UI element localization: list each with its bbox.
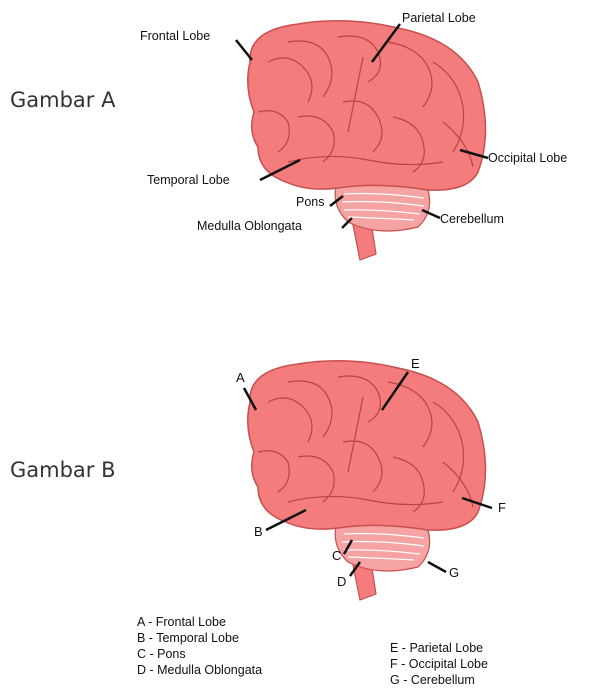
letter-c: C	[332, 548, 341, 563]
leader-frontal-a	[236, 40, 252, 60]
label-cerebellum-a: Cerebellum	[440, 212, 504, 226]
letter-e: E	[411, 356, 420, 371]
legend-item-d: D - Medulla Oblongata	[137, 662, 262, 678]
letter-f: F	[498, 500, 506, 515]
letter-d: D	[337, 574, 346, 589]
letter-g: G	[449, 565, 459, 580]
legend-right: E - Parietal Lobe F - Occipital Lobe G -…	[390, 640, 488, 688]
legend-item-g: G - Cerebellum	[390, 672, 488, 688]
legend-item-c: C - Pons	[137, 646, 262, 662]
gambar-a-title: Gambar A	[10, 88, 115, 112]
label-occipital-lobe-a: Occipital Lobe	[488, 151, 567, 165]
gambar-b-title: Gambar B	[10, 458, 116, 482]
legend-item-b: B - Temporal Lobe	[137, 630, 262, 646]
legend-item-f: F - Occipital Lobe	[390, 656, 488, 672]
label-pons-a: Pons	[296, 195, 325, 209]
legend-item-a: A - Frontal Lobe	[137, 614, 262, 630]
label-frontal-lobe-a: Frontal Lobe	[140, 29, 210, 43]
label-parietal-lobe-a: Parietal Lobe	[402, 11, 476, 25]
legend-left: A - Frontal Lobe B - Temporal Lobe C - P…	[137, 614, 262, 678]
letter-a: A	[236, 370, 245, 385]
label-temporal-lobe-a: Temporal Lobe	[147, 173, 230, 187]
label-medulla-oblongata-a: Medulla Oblongata	[197, 219, 302, 233]
letter-b: B	[254, 524, 263, 539]
leader-cerebellum-b	[428, 562, 446, 572]
legend-item-e: E - Parietal Lobe	[390, 640, 488, 656]
